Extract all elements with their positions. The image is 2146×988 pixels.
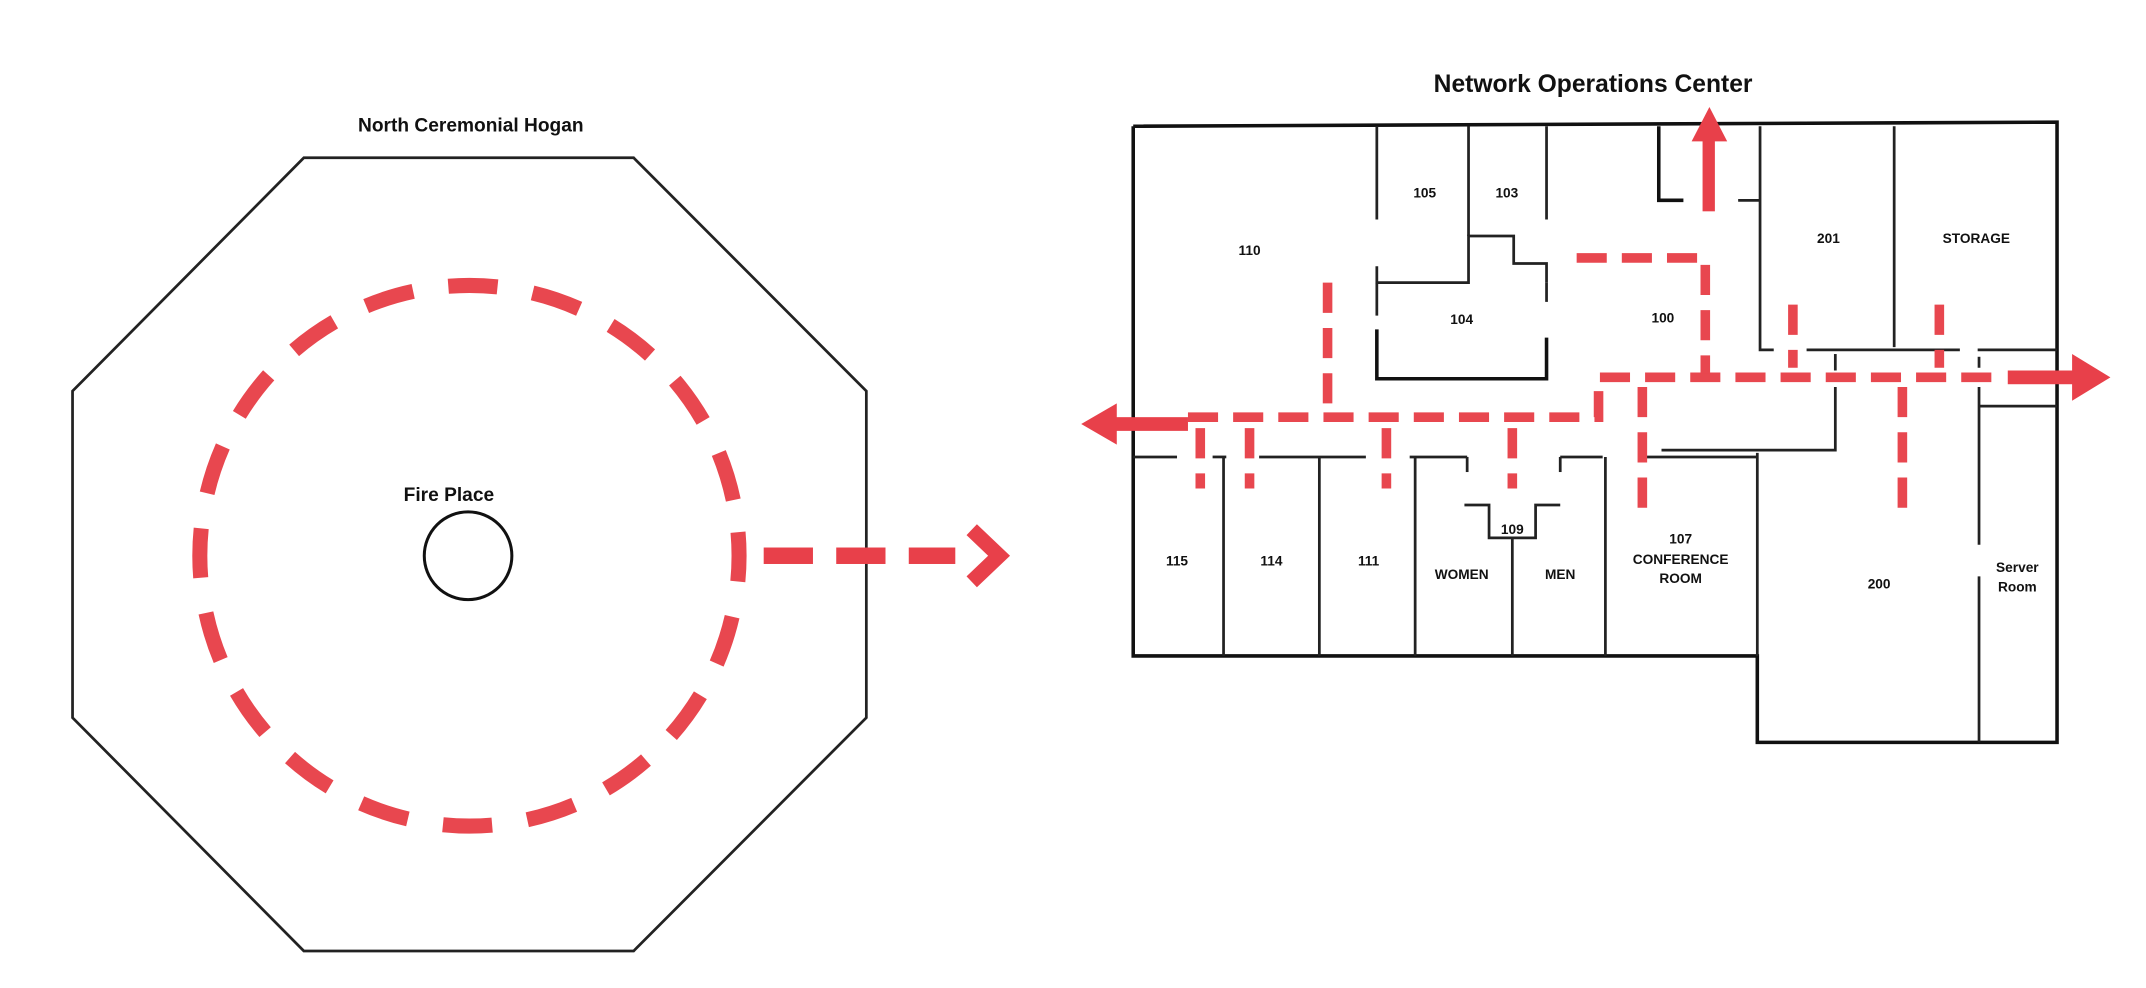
room-label-conference: CONFERENCE xyxy=(1633,552,1729,567)
exit-route-dash xyxy=(763,547,813,564)
evacuation-routes xyxy=(1187,253,1999,514)
route-main-corridor xyxy=(1187,372,1999,422)
noc-floor-plan: Network Operations Center xyxy=(1081,71,2111,745)
room-label-conference-room: ROOM xyxy=(1659,571,1702,586)
room-label-201: 201 xyxy=(1817,231,1840,246)
exit-arrow-north xyxy=(1691,107,1728,212)
hogan-diagram: North Ceremonial Hogan Fire Place xyxy=(71,116,1011,953)
room-label-104: 104 xyxy=(1450,312,1473,327)
hogan-exit-arrow xyxy=(763,524,1011,588)
exit-route-dash xyxy=(908,547,956,564)
room-label-105: 105 xyxy=(1413,186,1436,201)
arrow-left-icon xyxy=(1081,403,1117,445)
room-label-103: 103 xyxy=(1495,186,1518,201)
room-label-100: 100 xyxy=(1651,310,1674,325)
room-label-server: Server xyxy=(1996,560,2039,575)
chevron-right-icon xyxy=(966,524,1011,588)
hogan-evacuation-ring xyxy=(192,277,747,834)
room-label-115: 115 xyxy=(1166,553,1188,568)
room-label-server-room: Room xyxy=(1998,579,2037,594)
room-label-110: 110 xyxy=(1239,243,1261,258)
arrow-up-icon xyxy=(1691,107,1728,142)
room-label-200: 200 xyxy=(1868,577,1891,592)
room-label-107: 107 xyxy=(1669,531,1692,546)
room-label-men: MEN xyxy=(1545,567,1575,582)
hogan-title: North Ceremonial Hogan xyxy=(358,116,584,137)
wall xyxy=(1375,234,1548,285)
wall xyxy=(1758,126,1774,352)
room-label-114: 114 xyxy=(1260,553,1282,568)
exit-arrow-west xyxy=(1081,403,1188,445)
exit-arrow-east xyxy=(2007,354,2111,401)
arrow-right-icon xyxy=(2072,354,2111,401)
room-label-109: 109 xyxy=(1501,522,1524,537)
exit-route-dash xyxy=(836,547,886,564)
fireplace-circle xyxy=(422,510,514,602)
wall xyxy=(1375,329,1549,381)
room-label-storage: STORAGE xyxy=(1943,231,2010,246)
noc-outer-wall xyxy=(1131,120,2059,745)
noc-title: Network Operations Center xyxy=(1434,71,1753,98)
room-label-women: WOMEN xyxy=(1435,567,1489,582)
wall xyxy=(1661,386,1837,452)
fireplace-label: Fire Place xyxy=(404,485,494,506)
room-label-111: 111 xyxy=(1358,553,1380,568)
route-100 xyxy=(1576,253,1711,374)
hogan-octagon-outline xyxy=(71,156,868,953)
wall xyxy=(1656,126,1684,203)
